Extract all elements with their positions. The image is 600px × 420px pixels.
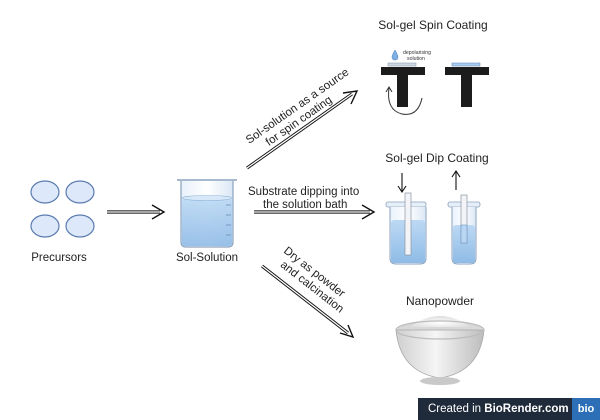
arrow-precursors-to-sol [107, 204, 166, 220]
precursor-bubble [30, 180, 60, 204]
dip-coating-title: Sol-gel Dip Coating [385, 151, 488, 165]
droplet-icon [391, 49, 399, 61]
sol-solution-label: Sol-Solution [176, 252, 238, 264]
depolarising-label: depolarising [403, 50, 431, 56]
precursor-bubble [30, 214, 60, 238]
spin-coating-title: Sol-gel Spin Coating [378, 18, 487, 32]
precursor-bubble [65, 214, 95, 238]
dip-tube-right [447, 194, 481, 265]
spin-coater-left [381, 67, 425, 107]
spin-coating-section: Sol-gel Spin Coating depolarising soluti… [378, 18, 489, 115]
dip-coating-section: Sol-gel Dip Coating [385, 151, 489, 265]
arrow-to-dip-coating: Substrate dipping into the solution bath [248, 186, 376, 220]
arrow-to-spin-coating: Sol-solution as a source for spin coatin… [244, 66, 359, 170]
precursors-group: Precursors [30, 180, 95, 264]
sol-solution-beaker: Sol-Solution [176, 179, 238, 264]
arrow-down-icon [397, 173, 407, 193]
badge-prefix: Created in [428, 403, 485, 415]
dip-arrow-label-line1: Substrate dipping into [248, 186, 359, 198]
solution-label: solution [407, 56, 425, 62]
arrow-to-nanopowder: Dry as powder and calcination [261, 245, 355, 339]
nanopowder-section: Nanopowder [395, 294, 485, 385]
badge-brand: BioRender.com [484, 403, 569, 415]
dip-tube-left [385, 192, 427, 265]
biorender-logo-icon: bio [572, 398, 600, 420]
dip-arrow-label-line2: the solution bath [263, 199, 347, 211]
nanopowder-title: Nanopowder [406, 294, 474, 308]
precursor-bubble [65, 180, 95, 204]
arrow-up-icon [451, 170, 461, 190]
precursors-label: Precursors [31, 252, 87, 264]
spin-coater-right [445, 67, 489, 107]
rotation-arrow-icon [388, 87, 423, 115]
biorender-badge[interactable]: Created in BioRender.com bio [418, 398, 600, 420]
